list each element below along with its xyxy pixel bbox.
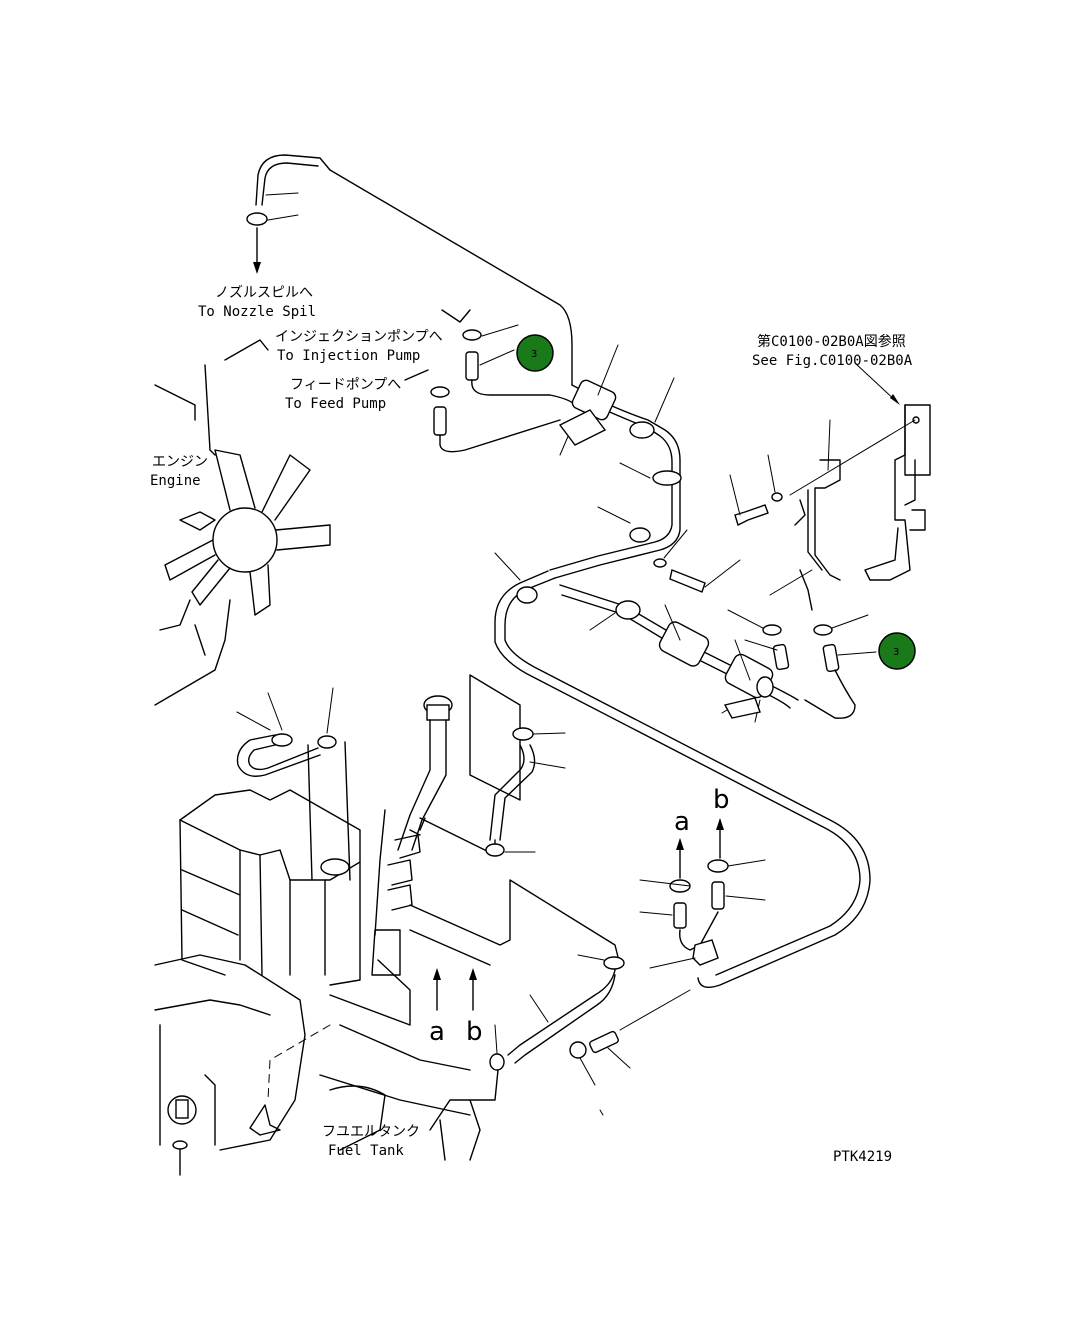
- labels: ノズルスピルへ To Nozzle Spil インジェクションポンプへ To I…: [150, 285, 913, 1165]
- ab-connectors: [639, 818, 766, 969]
- letter-b-top: b: [713, 785, 730, 815]
- callout-number: 3: [893, 647, 899, 658]
- see-fig-label-jp: 第C0100-02B0A図参照: [757, 333, 906, 350]
- fuel-tank: [154, 674, 691, 1176]
- right-small-hose: [727, 609, 877, 719]
- nozzle-spill-hose: [246, 154, 573, 386]
- callout-badge[interactable]: 3: [516, 334, 554, 372]
- nozzle-label-en: To Nozzle Spil: [198, 304, 316, 320]
- fuel-pipe-assembly: [494, 344, 871, 988]
- callout-badge[interactable]: 3: [878, 632, 916, 670]
- mounting-bracket: [729, 362, 931, 611]
- injection-label-en: To Injection Pump: [277, 348, 420, 364]
- engine-label-en: Engine: [150, 473, 201, 489]
- letter-a-bottom: a: [429, 1017, 445, 1047]
- letter-a-top: a: [674, 807, 690, 837]
- letter-b-bottom: b: [466, 1017, 483, 1047]
- callout-number: 3: [531, 349, 537, 360]
- engine-label-jp: エンジン: [152, 454, 208, 470]
- fuel-tank-label-jp: フユエルタンク: [322, 1124, 420, 1140]
- pump-hoses: [404, 309, 581, 453]
- injection-label-jp: インジェクションポンプへ: [275, 329, 443, 345]
- drawing-number: PTK4219: [833, 1149, 892, 1165]
- engine-fan: [154, 339, 331, 706]
- feed-label-jp: フィードポンプへ: [290, 377, 401, 393]
- see-fig-label-en: See Fig.C0100-02B0A: [752, 353, 913, 369]
- nozzle-label-jp: ノズルスピルへ: [215, 285, 313, 301]
- feed-label-en: To Feed Pump: [285, 396, 386, 412]
- fuel-tank-label-en: Fuel Tank: [328, 1143, 404, 1159]
